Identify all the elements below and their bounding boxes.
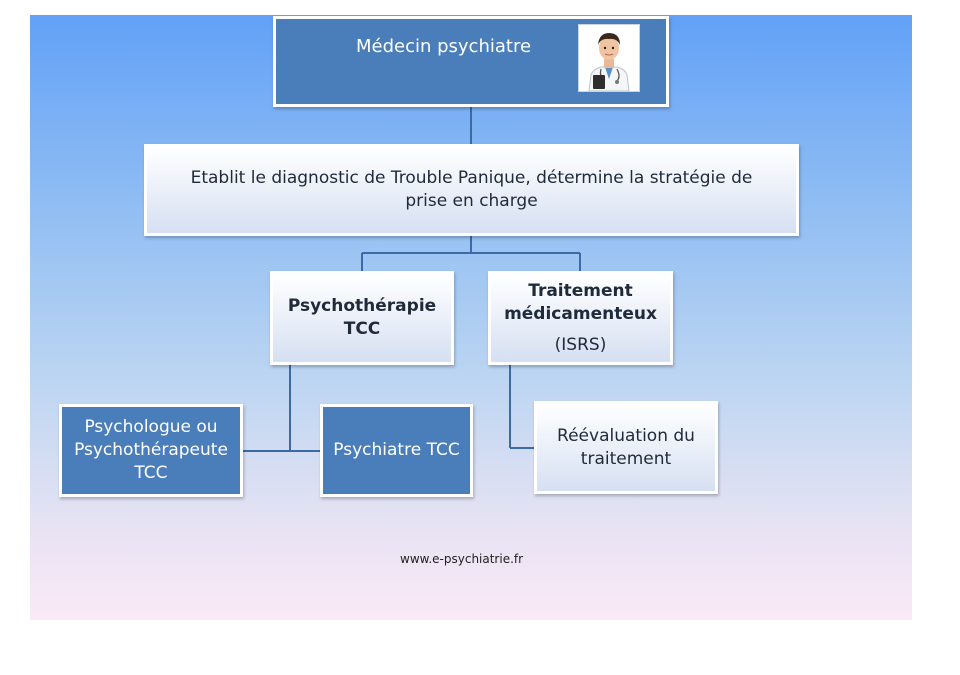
reevaluation-box: Réévaluation du traitement (534, 401, 718, 494)
therapy-label: Psychothérapie TCC (287, 296, 437, 339)
psychologist-box: Psychologue ou Psychothérapeute TCC (59, 404, 243, 497)
psychiatrist-tcc-label: Psychiatre TCC (333, 440, 460, 460)
medication-sublabel: (ISRS) (554, 334, 607, 355)
medication-label: Traitement médicamenteux (504, 280, 657, 324)
root-label: Médecin psychiatre (355, 36, 532, 57)
psychologist-label: Psychologue ou Psychothérapeute TCC (74, 417, 228, 483)
medication-box: Traitement médicamenteux (ISRS) (488, 271, 673, 365)
psychiatrist-tcc-box: Psychiatre TCC (320, 404, 473, 497)
doctor-icon (578, 24, 640, 92)
footer-url: www.e-psychiatrie.fr (400, 552, 524, 566)
diagnosis-box: Etablit le diagnostic de Trouble Panique… (144, 144, 799, 236)
therapy-box: Psychothérapie TCC (270, 271, 454, 365)
reevaluation-label: Réévaluation du traitement (557, 425, 695, 469)
diagnosis-text: Etablit le diagnostic de Trouble Panique… (190, 168, 753, 211)
